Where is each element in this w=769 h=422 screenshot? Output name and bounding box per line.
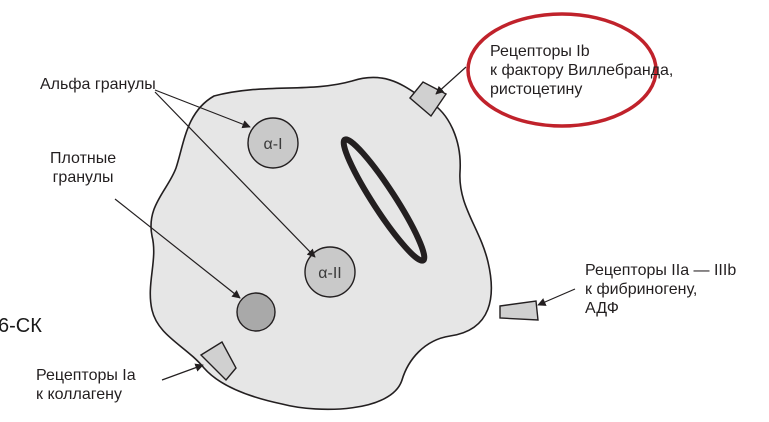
dense-granule	[237, 293, 275, 331]
receptor-iia-iiib-shape	[500, 301, 538, 320]
dense-granules-label: Плотные гранулы	[50, 149, 116, 187]
dense-granules-line-1: Плотные	[50, 149, 116, 168]
receptor-ib-line-3: ристоцетину	[490, 80, 673, 99]
alpha-granules-text: Альфа гранулы	[40, 76, 156, 93]
receptor-ib-line-1: Рецепторы Ib	[490, 42, 673, 61]
alpha-granule-ii-label: α-II	[318, 265, 341, 282]
receptor-iia-iiib-line-3: АДФ	[585, 299, 736, 318]
alpha-granules-label: Альфа гранулы	[40, 75, 156, 94]
receptor-ia-label: Рецепторы Ia к коллагену	[36, 366, 136, 404]
receptor-ia-line-2: к коллагену	[36, 385, 136, 404]
receptor-iia-iiib-label: Рецепторы IIa — IIIb к фибриногену, АДФ	[585, 261, 736, 318]
arrow-receptor-ia	[162, 365, 203, 380]
receptor-ia-line-1: Рецепторы Ia	[36, 366, 136, 385]
receptor-iia-iiib-line-2: к фибриногену,	[585, 280, 736, 299]
alpha-granule-i-label: α-I	[263, 136, 282, 153]
platelet-cell-body	[150, 77, 491, 409]
arrow-receptor-iia-iiib	[538, 289, 575, 305]
receptor-iia-iiib-line-1: Рецепторы IIa — IIIb	[585, 261, 736, 280]
arrow-receptor-ib	[436, 67, 466, 94]
side-text-6ck: 6-СК	[0, 315, 42, 338]
dense-granules-line-2: гранулы	[50, 168, 116, 187]
receptor-ib-line-2: к фактору Виллебранда,	[490, 61, 673, 80]
receptor-ib-label: Рецепторы Ib к фактору Виллебранда, рист…	[490, 42, 673, 99]
